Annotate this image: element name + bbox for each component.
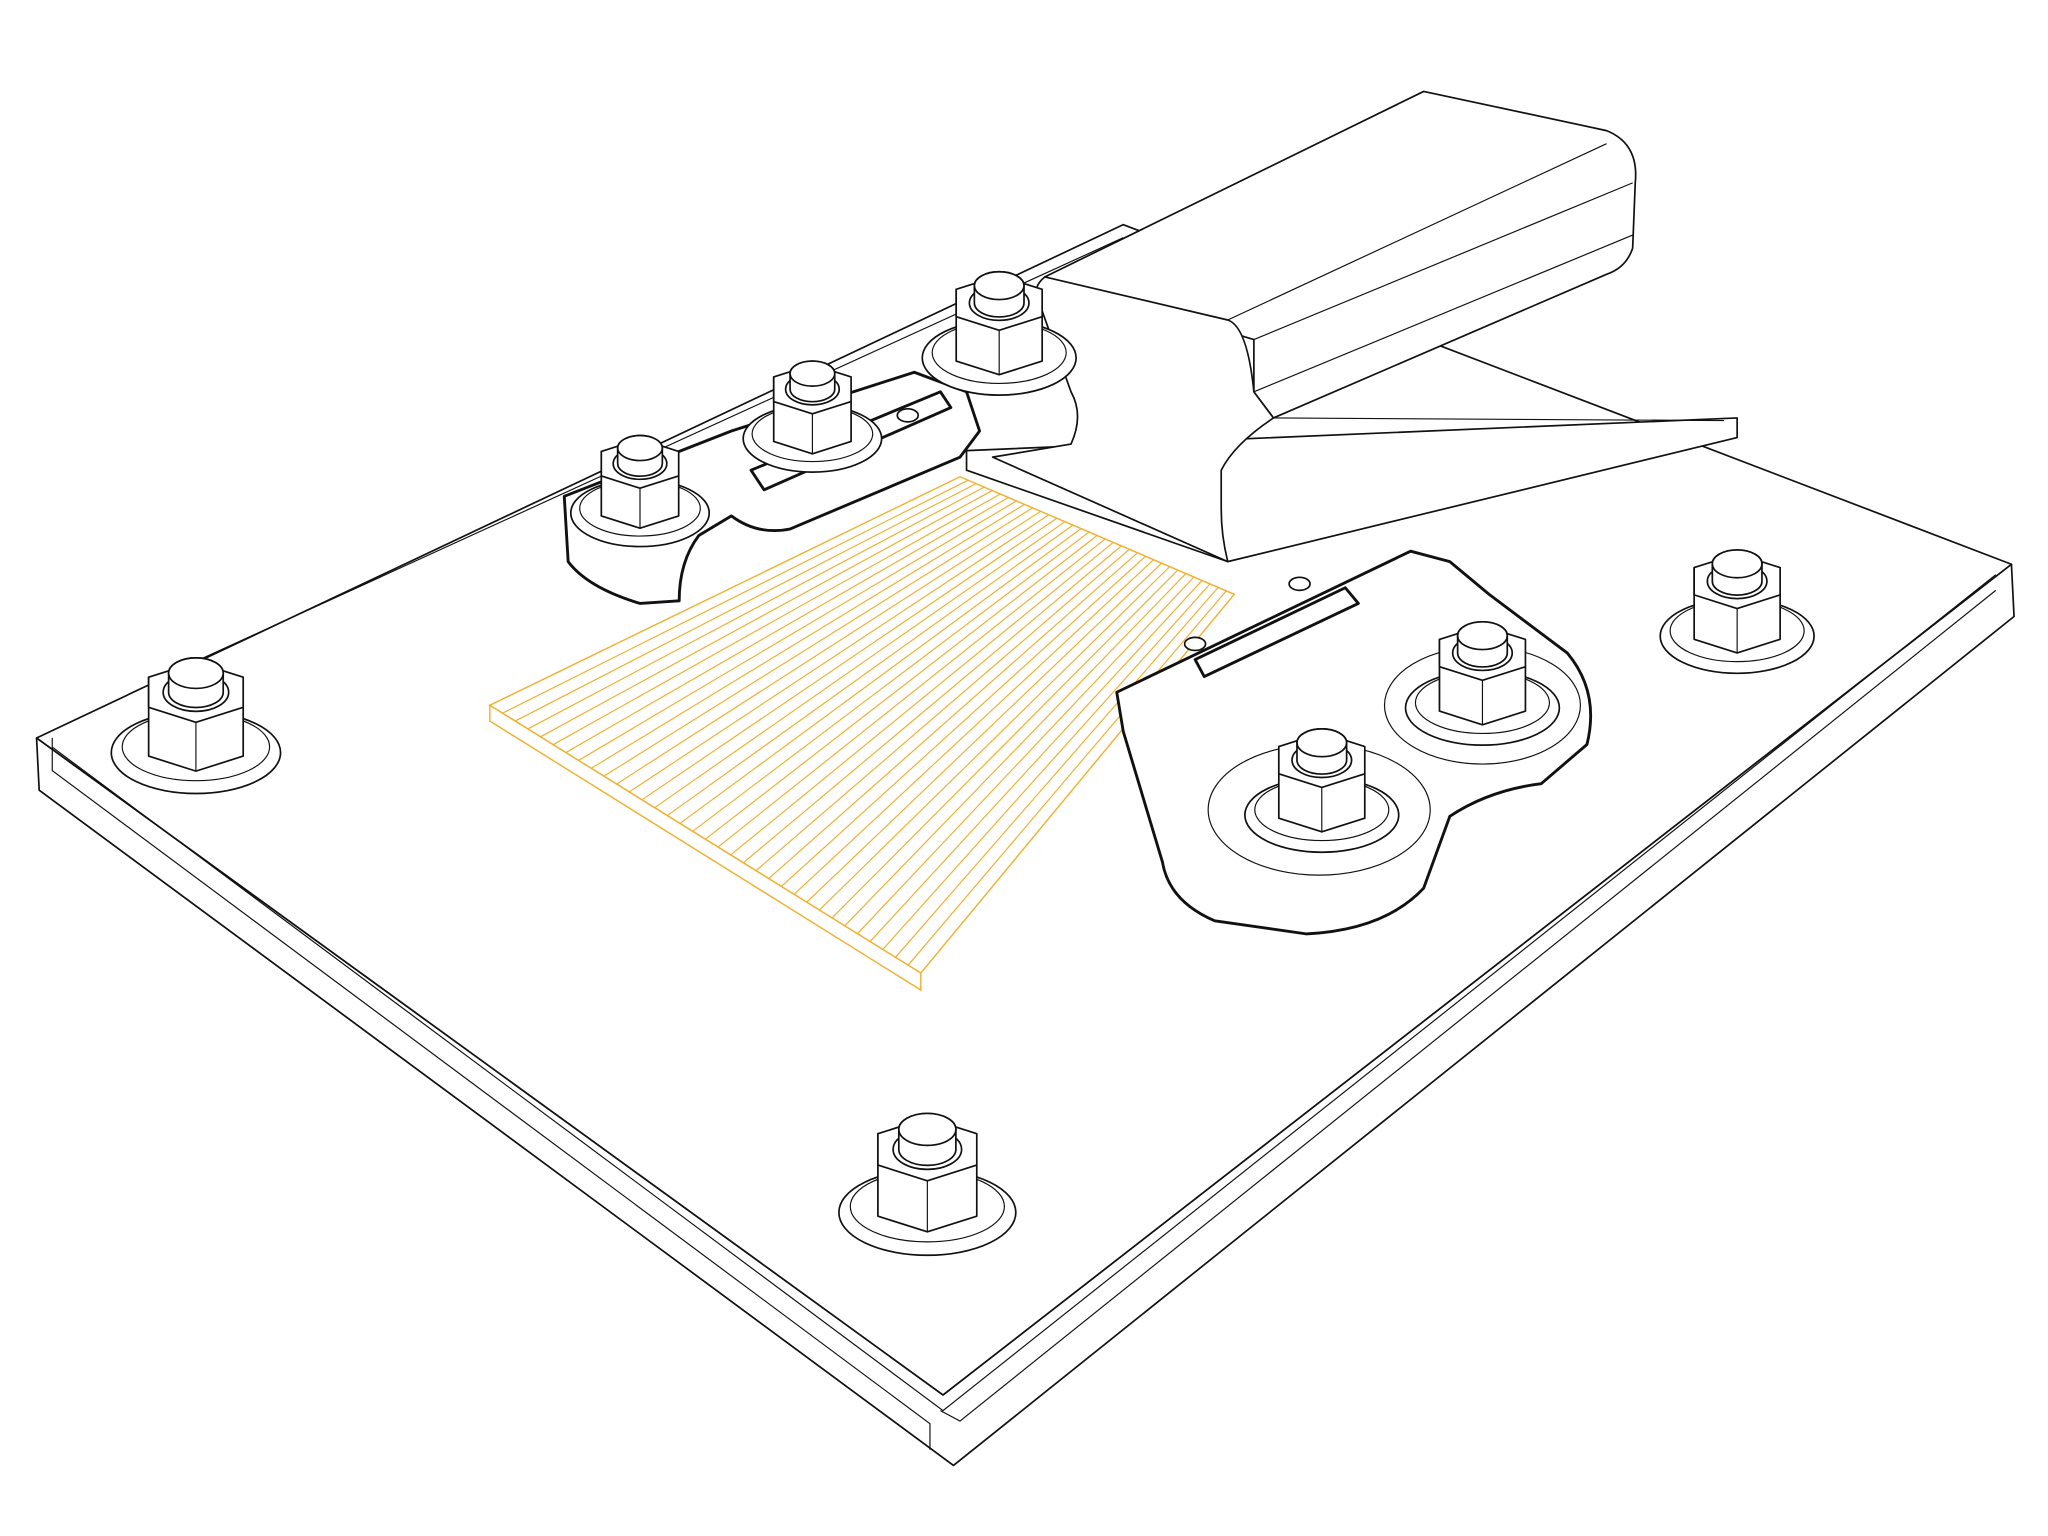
marking-plate — [1193, 586, 1360, 679]
hex-nut — [569, 434, 711, 548]
pad-groove — [831, 569, 1179, 919]
pad-groove — [578, 500, 1017, 761]
pad-groove — [502, 479, 969, 714]
pad-groove — [730, 541, 1114, 856]
pad-groove — [692, 531, 1090, 832]
pad-groove — [717, 538, 1106, 848]
pad-groove — [818, 566, 1171, 911]
pad-groove — [793, 559, 1155, 895]
hex-nut — [110, 657, 282, 795]
pad-groove — [666, 524, 1074, 817]
hex-nut — [1659, 549, 1815, 675]
pad-groove — [552, 493, 1001, 746]
pad-groove — [704, 535, 1098, 840]
pad-groove — [742, 545, 1122, 864]
pad-groove — [514, 483, 977, 722]
pad-groove — [590, 503, 1025, 769]
pad-groove — [616, 510, 1041, 785]
pad-groove — [895, 586, 1219, 958]
pad-groove — [780, 555, 1146, 887]
hex-nut — [742, 360, 883, 473]
pad-groove — [869, 580, 1203, 942]
hex-nut — [1404, 620, 1561, 746]
pad-groove — [654, 521, 1066, 809]
pad-groove — [755, 548, 1130, 872]
pad-groove — [540, 490, 993, 738]
pad-groove — [907, 590, 1227, 966]
hex-nut — [1244, 728, 1400, 854]
pad-groove — [768, 552, 1138, 879]
elastomer-pad — [488, 475, 1236, 992]
hex-nut — [838, 1112, 1017, 1257]
pad-groove — [679, 528, 1082, 824]
pad-groove — [844, 573, 1187, 927]
hex-nut — [921, 270, 1077, 396]
pad-groove — [806, 562, 1163, 903]
pad-groove — [882, 583, 1211, 950]
pad-groove — [628, 514, 1050, 793]
pad-groove — [857, 576, 1195, 935]
pad-groove — [527, 486, 985, 730]
pad-groove — [641, 517, 1058, 801]
pad-groove — [565, 496, 1009, 754]
pad-groove — [603, 507, 1033, 777]
